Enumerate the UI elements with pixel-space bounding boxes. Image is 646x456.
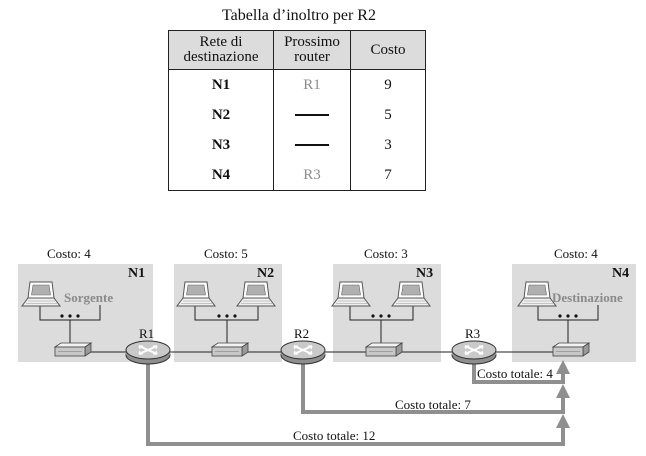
network-name: N1 bbox=[128, 266, 146, 281]
cell-next-router: R3 bbox=[273, 160, 351, 191]
path-cost-label: Costo totale: 12 bbox=[293, 428, 376, 443]
cell-destination: N1 bbox=[168, 69, 274, 100]
router-label: R2 bbox=[294, 326, 310, 341]
destination-label: Destinazione bbox=[552, 290, 623, 305]
dash-icon bbox=[295, 144, 329, 146]
network-cost-label: Costo: 4 bbox=[554, 246, 598, 261]
router-label: R1 bbox=[139, 326, 155, 341]
cell-destination: N4 bbox=[168, 160, 274, 191]
table-title: Tabella d’inoltro per R2 bbox=[222, 7, 376, 24]
cell-next-router bbox=[273, 130, 351, 160]
network-cost-label: Costo: 5 bbox=[204, 246, 248, 261]
table-row: N2 5 bbox=[168, 100, 426, 130]
cell-cost: 3 bbox=[350, 130, 426, 160]
arrowhead-icon bbox=[556, 414, 570, 428]
dash-icon bbox=[295, 114, 329, 116]
arrowhead-icon bbox=[556, 384, 570, 398]
ellipsis-dots bbox=[60, 314, 578, 318]
table-row: N3 3 bbox=[168, 130, 426, 160]
network-cost-label: Costo: 3 bbox=[364, 246, 408, 261]
switch-icon bbox=[552, 342, 590, 357]
path-cost-label: Costo totale: 4 bbox=[477, 366, 553, 381]
arrowhead-icon bbox=[556, 360, 570, 374]
network-name: N2 bbox=[257, 266, 275, 281]
arrowheads bbox=[556, 360, 570, 428]
cell-cost: 5 bbox=[350, 100, 426, 130]
table-row: N1 R1 9 bbox=[168, 69, 426, 100]
router-icon bbox=[280, 340, 326, 365]
source-label: Sorgente bbox=[64, 290, 114, 305]
cell-next-router: R1 bbox=[273, 69, 351, 100]
network-cost-label: Costo: 4 bbox=[47, 246, 91, 261]
switch-icon bbox=[54, 342, 92, 357]
path-cost-label: Costo totale: 7 bbox=[395, 397, 471, 412]
network-name: N3 bbox=[416, 266, 434, 281]
header-cost: Costo bbox=[350, 30, 426, 70]
router-icon bbox=[125, 340, 171, 365]
table-row: N4 R3 7 bbox=[168, 160, 426, 191]
switch-icon bbox=[365, 342, 403, 357]
router-label: R3 bbox=[465, 326, 481, 341]
cell-cost: 9 bbox=[350, 69, 426, 100]
cell-cost: 7 bbox=[350, 160, 426, 191]
network-name: N4 bbox=[612, 266, 630, 281]
switch-icon bbox=[211, 342, 249, 357]
path-r1 bbox=[146, 358, 565, 446]
routing-paths bbox=[146, 358, 565, 446]
path-r2 bbox=[301, 358, 565, 414]
lan-wiring bbox=[39, 305, 599, 345]
router-icon bbox=[451, 340, 497, 365]
path-r3 bbox=[472, 358, 565, 384]
